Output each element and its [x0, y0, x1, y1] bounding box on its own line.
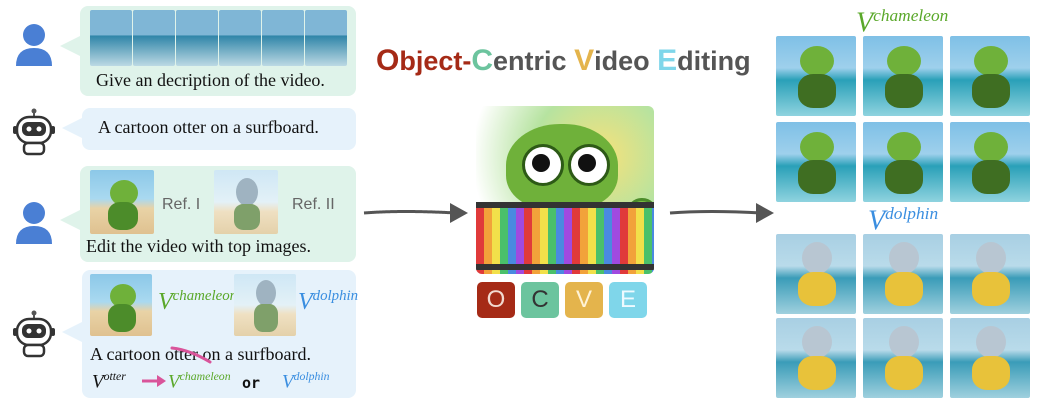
ocve-box-v: V [565, 282, 603, 318]
output-frame [950, 122, 1030, 202]
output-frame [950, 318, 1030, 398]
dolphin-thumb [234, 274, 296, 336]
video-frame [305, 10, 347, 66]
dolphin-output-grid [776, 234, 1036, 404]
v-dolphin-label: Vdolphin [298, 288, 359, 315]
video-frame [176, 10, 218, 66]
output-dolphin-label: Vdolphin [868, 204, 939, 237]
chameleon-output-grid [776, 36, 1036, 206]
bubble-tail [60, 36, 80, 56]
v-dolphin-target: Vdolphin [282, 370, 330, 393]
ref-2-label: Ref. II [292, 196, 335, 213]
chameleon-thumb [90, 274, 152, 336]
strike-mark [170, 346, 212, 364]
msg-3: Edit the video with top images. [86, 236, 311, 256]
ref-image-dolphin [214, 170, 278, 234]
video-frame [262, 10, 304, 66]
msg-4: A cartoon otter on a surfboard. [90, 344, 311, 364]
output-frame [776, 234, 856, 314]
output-frame [776, 36, 856, 116]
robot-icon [13, 310, 55, 358]
user-icon [16, 202, 52, 244]
otter-video-frames [90, 10, 348, 66]
title: Object-Centric Video Editing [376, 44, 751, 77]
ocve-box-e: E [609, 282, 647, 318]
v-chameleon-target: Vchameleon [168, 370, 231, 393]
output-frame [776, 318, 856, 398]
output-frame [863, 318, 943, 398]
bubble-tail [62, 322, 82, 342]
bubble-tail [60, 210, 80, 230]
ocve-box-c: C [521, 282, 559, 318]
ref-image-chameleon [90, 170, 154, 234]
output-frame [863, 122, 943, 202]
pink-arrow-icon [142, 375, 166, 387]
msg-1: Give an decription of the video. [96, 70, 325, 90]
video-frame [90, 10, 132, 66]
bubble-tail [62, 118, 82, 138]
right-arrow-icon [669, 203, 774, 223]
robot-icon [13, 108, 55, 156]
video-frame [133, 10, 175, 66]
ocve-mascot-image [476, 106, 654, 274]
output-frame [776, 122, 856, 202]
output-frame [950, 36, 1030, 116]
ref-1-label: Ref. I [162, 196, 201, 213]
v-otter-label: Votter [92, 370, 126, 393]
output-chameleon-label: Vchameleon [856, 6, 949, 39]
msg-2: A cartoon otter on a surfboard. [98, 117, 319, 137]
ocve-box-o: O [477, 282, 515, 318]
output-frame [950, 234, 1030, 314]
bot-bubble-1 [82, 108, 356, 150]
right-arrow-icon [363, 203, 468, 223]
user-icon [16, 24, 52, 66]
video-frame [219, 10, 261, 66]
v-chameleon-label: Vchameleon [158, 288, 238, 315]
or-text: or [242, 374, 261, 392]
output-frame [863, 36, 943, 116]
output-frame [863, 234, 943, 314]
